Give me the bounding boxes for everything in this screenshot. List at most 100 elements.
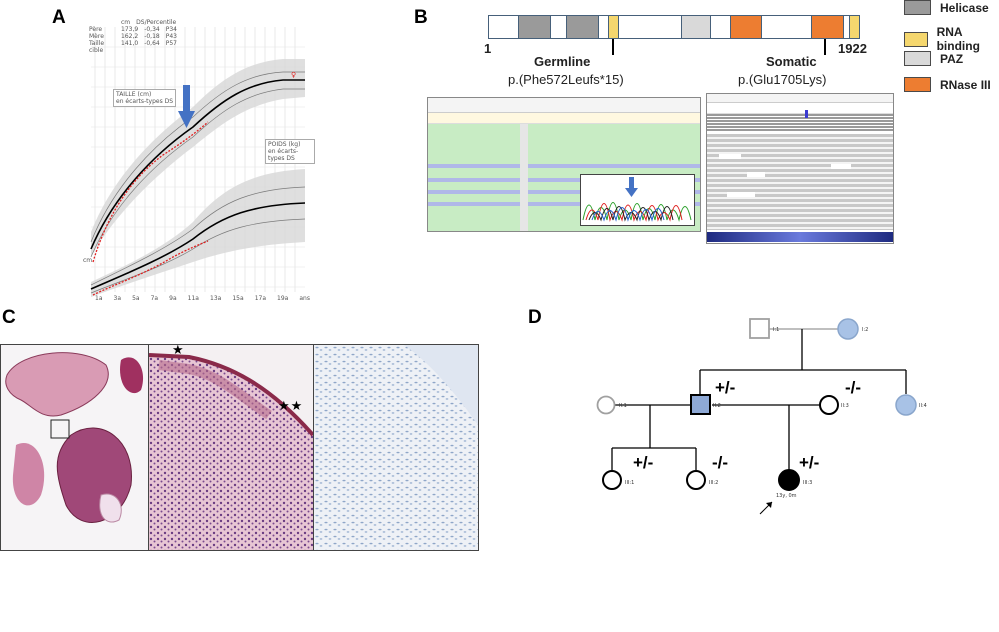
row-label: Taille cible <box>89 40 105 54</box>
weight-median-curve <box>90 202 306 290</box>
germline-title: Germline <box>534 54 591 69</box>
weight-sublabel: en écarts-types DS <box>268 148 299 162</box>
somatic-variant: p.(Glu1705Lys) <box>738 72 827 87</box>
height-median-curve <box>90 79 305 250</box>
genotype-III3: +/- <box>799 453 820 472</box>
histology-ihc-svg <box>314 345 478 550</box>
igv-header <box>428 98 700 113</box>
pedigree-id: I:1 <box>773 327 780 333</box>
row-value: 173,9 <box>121 26 139 33</box>
row-ds: -0,18 <box>144 33 160 40</box>
germline-marker <box>612 39 614 55</box>
pedigree-III3-proband <box>778 469 800 491</box>
domain-rna-binding-1 <box>608 15 619 39</box>
pedigree-II3-female <box>819 395 839 415</box>
pedigree-III1-female <box>602 470 622 490</box>
pedigree-I2-female <box>837 318 859 340</box>
zoom-box <box>50 419 70 439</box>
x-tick: 19a <box>277 295 289 302</box>
pedigree-id: II:3 <box>841 403 849 409</box>
unit-label: cm <box>83 257 93 264</box>
x-tick: 11a <box>187 295 199 302</box>
protein-start: 1 <box>484 41 492 56</box>
weight-label-box: POIDS (kg) en écarts-types DS <box>265 139 315 164</box>
igv-reads <box>707 134 893 230</box>
weight-label: POIDS (kg) <box>268 141 301 148</box>
x-tick: 9a <box>169 295 177 302</box>
domain-rna-binding-2 <box>849 15 860 39</box>
patient-height-points <box>92 121 209 263</box>
height-label-box: TAILLE (cm) en écarts-types DS <box>113 89 177 107</box>
protein-end: 1922 <box>838 41 867 56</box>
row-value: 141,0 <box>121 40 139 47</box>
row-p: P57 <box>165 40 177 47</box>
igv-sequence-track <box>707 232 893 242</box>
legend-helicase: Helicase <box>904 0 989 15</box>
x-tick: 15a <box>232 295 244 302</box>
panel-label-d: D <box>528 307 542 328</box>
somatic-igv-view <box>706 93 894 244</box>
x-tick: 7a <box>150 295 159 302</box>
row-p: P34 <box>165 26 177 33</box>
patient-weight-points <box>92 240 209 296</box>
legend-swatch <box>904 77 931 92</box>
height-sd-band <box>91 59 305 257</box>
row-label: Père <box>89 26 103 33</box>
legend-swatch <box>904 51 931 66</box>
pedigree-id: III:3 <box>803 480 813 486</box>
x-tick: 5a <box>132 295 140 302</box>
chromatogram-inset <box>580 174 695 226</box>
x-axis-ticks: 1a 3a 5a 7a 9a 11a 13a 15a 17a 19a ans <box>95 295 310 302</box>
pedigree-id: I:2 <box>862 327 869 333</box>
pedigree-id: II:2 <box>713 403 721 409</box>
growth-arrow-icon <box>178 85 195 128</box>
genotype-II3: -/- <box>845 378 862 397</box>
domain-helicase-1 <box>518 15 551 39</box>
legend-label: Helicase <box>940 0 989 15</box>
histology-low-mag <box>0 344 149 551</box>
x-tick: 1a <box>95 295 103 302</box>
pedigree-II1-female <box>596 395 616 415</box>
pedigree-id: III:2 <box>709 480 719 486</box>
chromatogram-arrow-icon <box>625 177 638 197</box>
legend-rnase-iii: RNase III <box>904 77 991 92</box>
growth-chart: ♀ cm DS/Percentile Père 173,9 -0,34 P34 … <box>83 17 315 304</box>
genotype-III2: -/- <box>712 453 729 472</box>
proband-age: 13y, 0m <box>776 493 797 499</box>
histology-low-mag-svg <box>5 352 144 523</box>
height-label: TAILLE (cm) <box>116 91 152 98</box>
pedigree-id: II:1 <box>619 403 627 409</box>
panel-label-c: C <box>2 307 16 328</box>
x-tick: ans <box>299 295 310 302</box>
header-table: cm DS/Percentile Père 173,9 -0,34 P34 Mè… <box>89 19 177 54</box>
row-p: P43 <box>165 33 177 40</box>
pedigree-id: II:4 <box>919 403 927 409</box>
somatic-title: Somatic <box>766 54 817 69</box>
igv-coverage <box>707 103 893 114</box>
domain-helicase-2 <box>566 15 599 39</box>
star-marker-1: ★ <box>172 344 184 357</box>
pedigree-III2-female <box>686 470 706 490</box>
genotype-III1: +/- <box>633 453 654 472</box>
x-tick: 17a <box>254 295 266 302</box>
chromatogram-svg <box>582 177 692 222</box>
germline-igv-view <box>427 97 701 232</box>
row-value: 162,2 <box>121 33 139 40</box>
proband-arrow-icon <box>759 501 773 515</box>
target-marker: ♀ <box>291 71 296 79</box>
panel-label-b: B <box>414 7 428 28</box>
height-sublabel: en écarts-types DS <box>116 98 174 105</box>
domain-rnase-iii-2 <box>811 15 844 39</box>
row-label: Mère <box>89 33 104 40</box>
legend-swatch <box>904 31 928 47</box>
domain-paz <box>681 15 711 39</box>
legend-label: RNase III <box>940 77 991 92</box>
legend-swatch <box>904 0 931 15</box>
pedigree-id: III:1 <box>625 480 635 486</box>
pedigree-I1-male <box>749 318 770 339</box>
legend-paz: PAZ <box>904 51 963 66</box>
unknown-status-II4: ? <box>843 398 849 408</box>
domain-rnase-iii-1 <box>730 15 762 39</box>
legend-label: PAZ <box>940 51 964 66</box>
igv-reads-top <box>707 114 893 132</box>
